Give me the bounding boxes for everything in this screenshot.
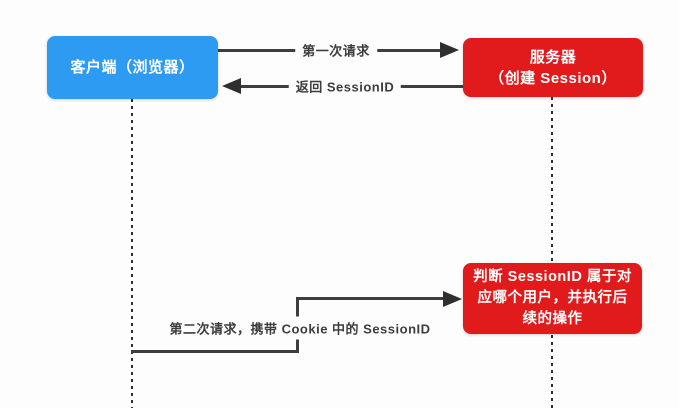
arrowhead-left-icon — [222, 78, 241, 94]
server-lifeline-dotted-line — [551, 97, 553, 408]
first-request-label: 第一次请求 — [295, 38, 377, 62]
client-node: 客户端（浏览器） — [47, 36, 218, 99]
second-request-label: 第二次请求，携带 Cookie 中的 SessionID — [162, 316, 438, 340]
server-node-label-line1: 服务器 — [529, 48, 577, 66]
client-lifeline-dotted-line — [131, 99, 133, 408]
arrowhead-right-icon — [443, 290, 462, 307]
second-request-arrow-bottom-segment — [131, 349, 299, 353]
return-sessionid-label: 返回 SessionID — [288, 74, 402, 98]
server-process-node: 判断 SessionID 属于对应哪个用户，并执行后续的操作 — [463, 263, 642, 334]
server-node: 服务器 （创建 Session） — [463, 38, 643, 97]
second-request-arrow-top-segment — [296, 297, 444, 300]
arrowhead-right-icon — [440, 42, 459, 58]
server-node-label-line2: （创建 Session） — [489, 69, 617, 87]
client-node-label: 客户端（浏览器） — [70, 59, 195, 76]
server-process-node-label: 判断 SessionID 属于对应哪个用户，并执行后续的操作 — [473, 268, 632, 328]
